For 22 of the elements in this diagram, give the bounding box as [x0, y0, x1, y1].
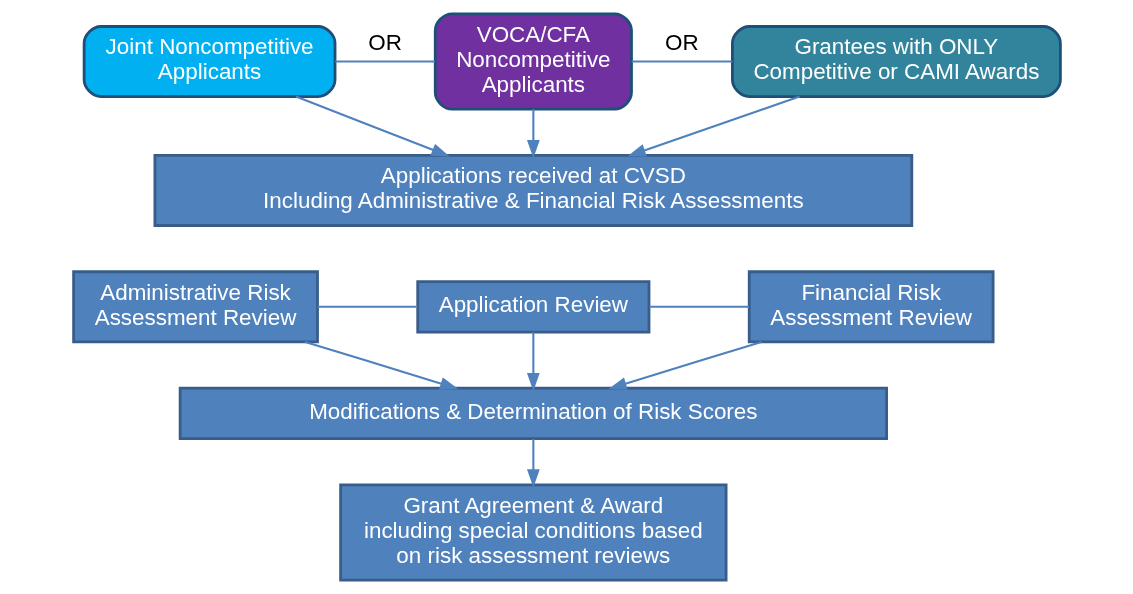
arrow — [627, 95, 800, 157]
arrow — [526, 332, 540, 392]
arrow — [295, 95, 450, 157]
connector — [649, 305, 749, 308]
arrow — [526, 109, 540, 159]
node-box: Administrative Risk Assessment Review — [71, 270, 319, 344]
node-box: Grantees with ONLY Competitive or CAMI Awards — [730, 25, 1062, 98]
edge-label: OR — [664, 30, 699, 56]
edge-label: OR — [367, 30, 402, 56]
node-box: Financial Risk Assessment Review — [747, 270, 994, 344]
node-box: VOCA/CFA Noncompetitive Applicants — [433, 12, 633, 111]
connector — [317, 305, 417, 308]
node-box: Application Review — [415, 280, 650, 334]
node-box: Applications received at CVSD Including Administrative & Financial Risk Assessments — [153, 154, 913, 227]
node-box: Joint Noncompetitive Applicants — [82, 25, 336, 98]
arrow — [607, 340, 762, 390]
arrow — [304, 340, 458, 390]
node-box: Modifications & Determination of Risk Scores — [178, 386, 888, 440]
connector — [334, 60, 435, 63]
connector — [631, 60, 732, 63]
arrow — [526, 438, 540, 488]
node-box: Grant Agreement & Award including special conditions based on risk assessment reviews — [338, 483, 727, 582]
